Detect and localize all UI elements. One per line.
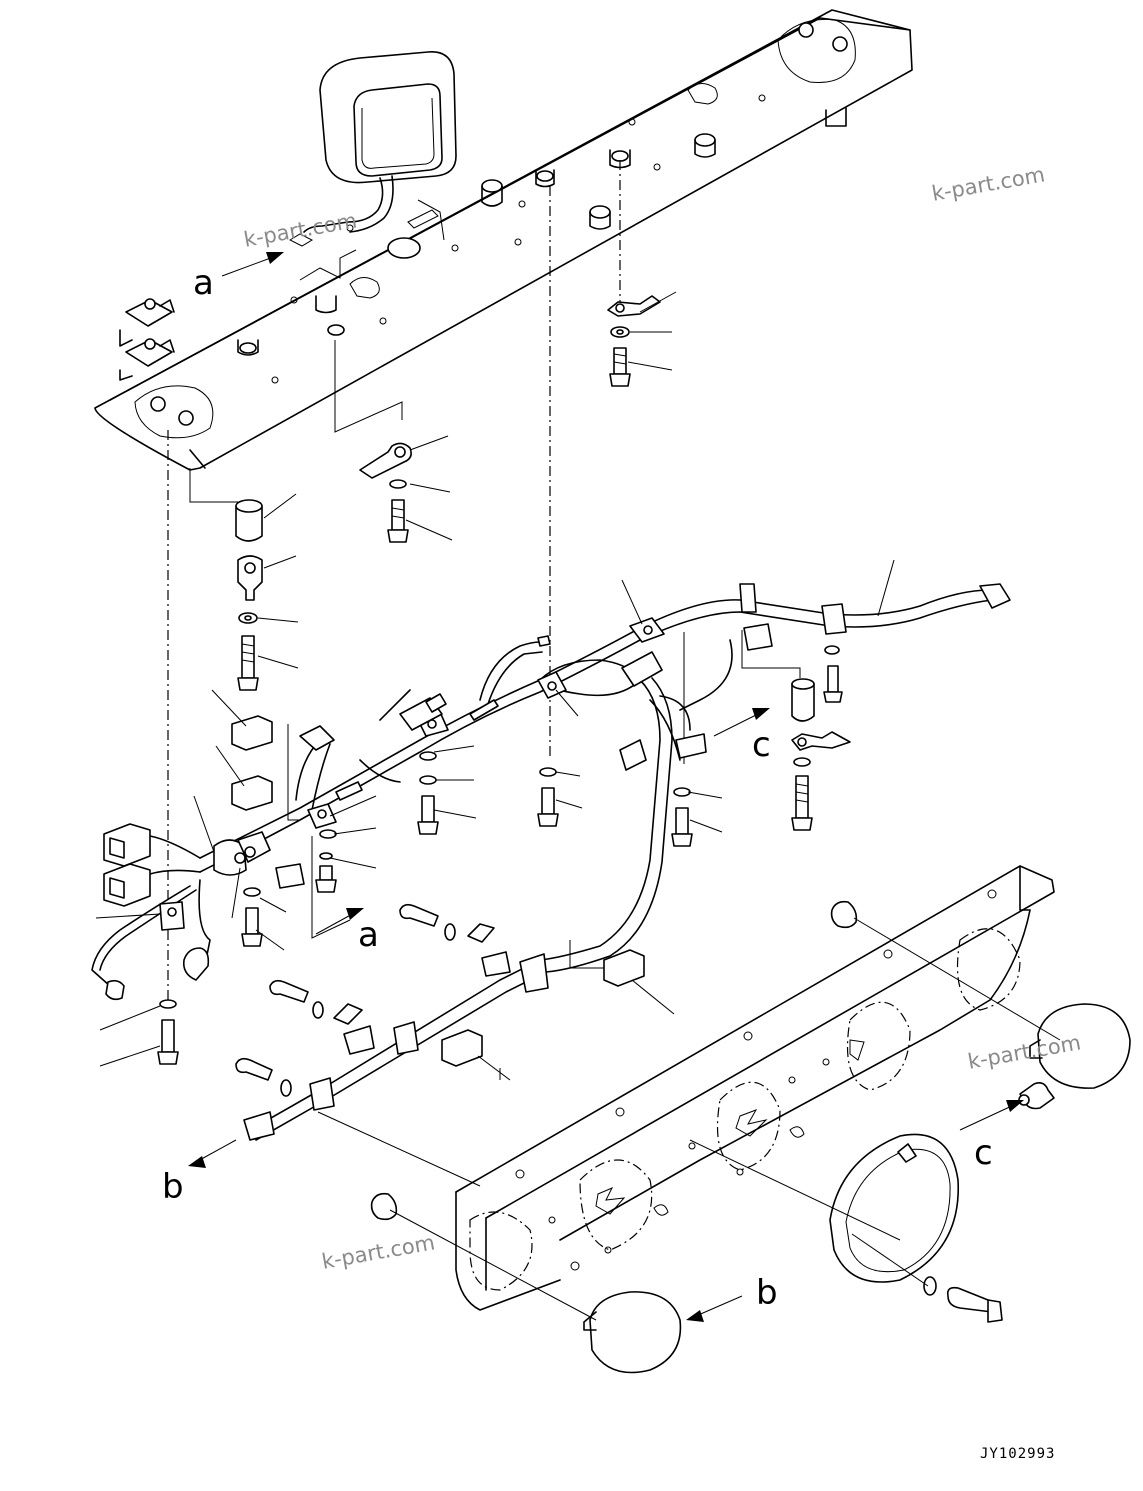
view-arrows (188, 252, 1024, 1322)
leader-lines (95, 291, 895, 1081)
view-marker-a-top: a (193, 263, 214, 303)
top-mounting-plate (94, 9, 913, 471)
alignment-lines (167, 160, 801, 1080)
view-marker-b-left: b (162, 1167, 184, 1207)
upper-right-fastener-stack (607, 295, 661, 387)
main-wire-harness (91, 583, 1011, 1141)
left-fastener-stack (235, 499, 263, 691)
terminal-brackets (119, 298, 175, 381)
view-marker-a-middle: a (358, 915, 379, 955)
middle-fasteners (157, 751, 693, 1097)
work-lamp (303, 51, 457, 233)
upper-center-fastener-stack (359, 442, 412, 543)
left-connectors (103, 715, 645, 1067)
drawing-number: JY102993 (980, 1446, 1056, 1462)
round-lamps (317, 900, 1131, 1374)
view-marker-c-lower: c (974, 1133, 993, 1173)
view-marker-c-upper: c (752, 725, 771, 765)
lower-lamp-bracket (455, 865, 1055, 1311)
view-marker-b-right: b (756, 1273, 778, 1313)
right-fastener-stack (791, 645, 851, 831)
